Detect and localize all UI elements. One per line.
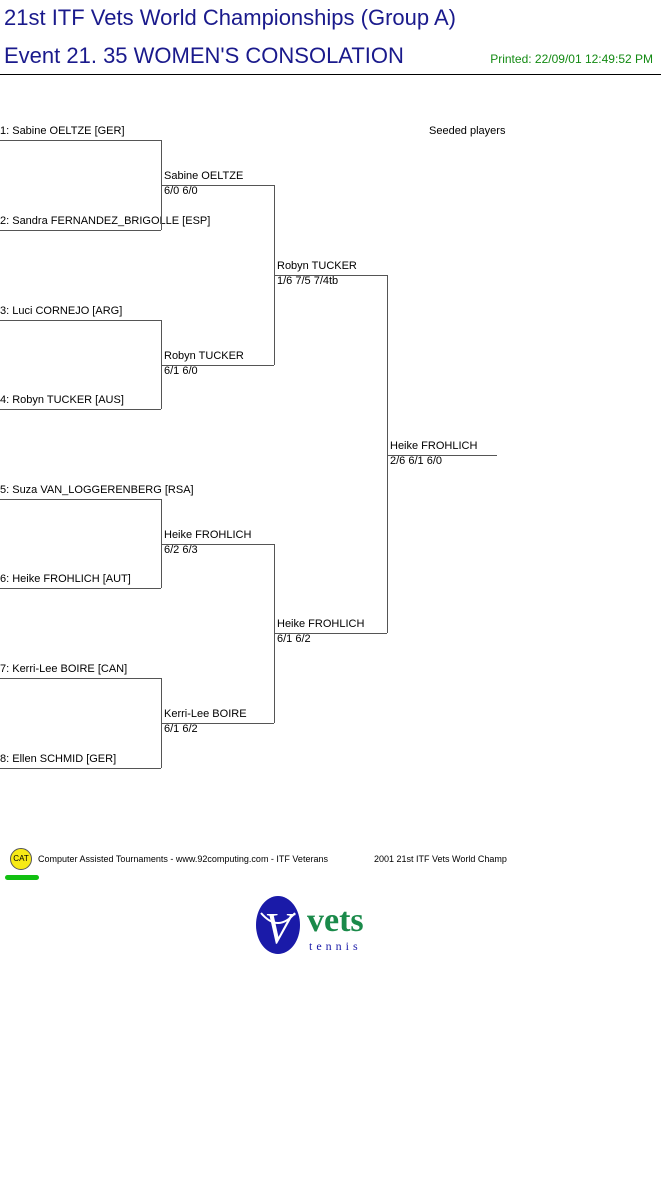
- player-entry: 4: Robyn TUCKER [AUS]: [0, 394, 124, 406]
- round2-score: 6/0 6/0: [164, 185, 198, 197]
- bracket-line: [161, 365, 274, 366]
- bracket-line: [0, 499, 161, 500]
- bracket-line: [161, 723, 274, 724]
- round2-score: 6/1 6/2: [164, 723, 198, 735]
- bracket-connector: [161, 320, 162, 409]
- final-winner: Heike FROHLICH: [390, 440, 478, 452]
- vets-logo-sub: tennis: [309, 939, 362, 953]
- round2-winner: Heike FROHLICH: [164, 529, 252, 541]
- vets-logo-v: V: [265, 904, 297, 953]
- bracket-line: [274, 633, 387, 634]
- round2-winner: Sabine OELTZE: [164, 170, 244, 182]
- player-entry: 6: Heike FROHLICH [AUT]: [0, 573, 131, 585]
- cat-logo-icon: CAT: [10, 848, 32, 870]
- round2-score: 6/1 6/0: [164, 365, 198, 377]
- bracket-line: [0, 678, 161, 679]
- round3-score: 1/6 7/5 7/4tb: [277, 275, 339, 287]
- bracket-line: [0, 768, 161, 769]
- round2-winner: Kerri-Lee BOIRE: [164, 708, 247, 720]
- bracket-connector: [387, 275, 388, 633]
- vets-tennis-logo: V vets tennis: [256, 896, 364, 954]
- vets-logo-word: vets: [307, 902, 364, 939]
- player-entry: 8: Ellen SCHMID [GER]: [0, 753, 117, 765]
- final-score: 2/6 6/1 6/0: [390, 455, 442, 467]
- event-title: Event 21. 35 WOMEN'S CONSOLATION: [4, 43, 404, 68]
- bracket-line: [387, 455, 497, 456]
- bracket-line: [0, 320, 161, 321]
- bracket-line: [0, 588, 161, 589]
- printed-timestamp: Printed: 22/09/01 12:49:52 PM: [490, 52, 653, 66]
- bracket-line: [0, 409, 161, 410]
- bracket-line: [274, 275, 387, 276]
- player-entry: 5: Suza VAN_LOGGERENBERG [RSA]: [0, 484, 194, 496]
- bracket-line: [161, 185, 274, 186]
- bracket-line: [0, 230, 161, 231]
- seeded-players-label: Seeded players: [429, 125, 506, 137]
- header-divider: [0, 74, 661, 75]
- round3-score: 6/1 6/2: [277, 633, 311, 645]
- cat-logo-underline: [5, 875, 39, 880]
- bracket-line: [0, 140, 161, 141]
- vets-logo-ball-icon: [256, 896, 300, 954]
- footer-credit: Computer Assisted Tournaments - www.92co…: [38, 854, 328, 864]
- round2-winner: Robyn TUCKER: [164, 350, 244, 362]
- footer-event: 2001 21st ITF Vets World Champ: [374, 854, 507, 864]
- page-title: 21st ITF Vets World Championships (Group…: [4, 5, 456, 30]
- round2-score: 6/2 6/3: [164, 544, 198, 556]
- player-entry: 7: Kerri-Lee BOIRE [CAN]: [0, 663, 128, 675]
- round3-winner: Robyn TUCKER: [277, 260, 357, 272]
- bracket-line: [161, 544, 274, 545]
- player-entry: 1: Sabine OELTZE [GER]: [0, 125, 125, 137]
- player-entry: 3: Luci CORNEJO [ARG]: [0, 305, 123, 317]
- bracket-connector: [161, 499, 162, 588]
- player-entry: 2: Sandra FERNANDEZ_BRIGOLLE [ESP]: [0, 215, 211, 227]
- round3-winner: Heike FROHLICH: [277, 618, 365, 630]
